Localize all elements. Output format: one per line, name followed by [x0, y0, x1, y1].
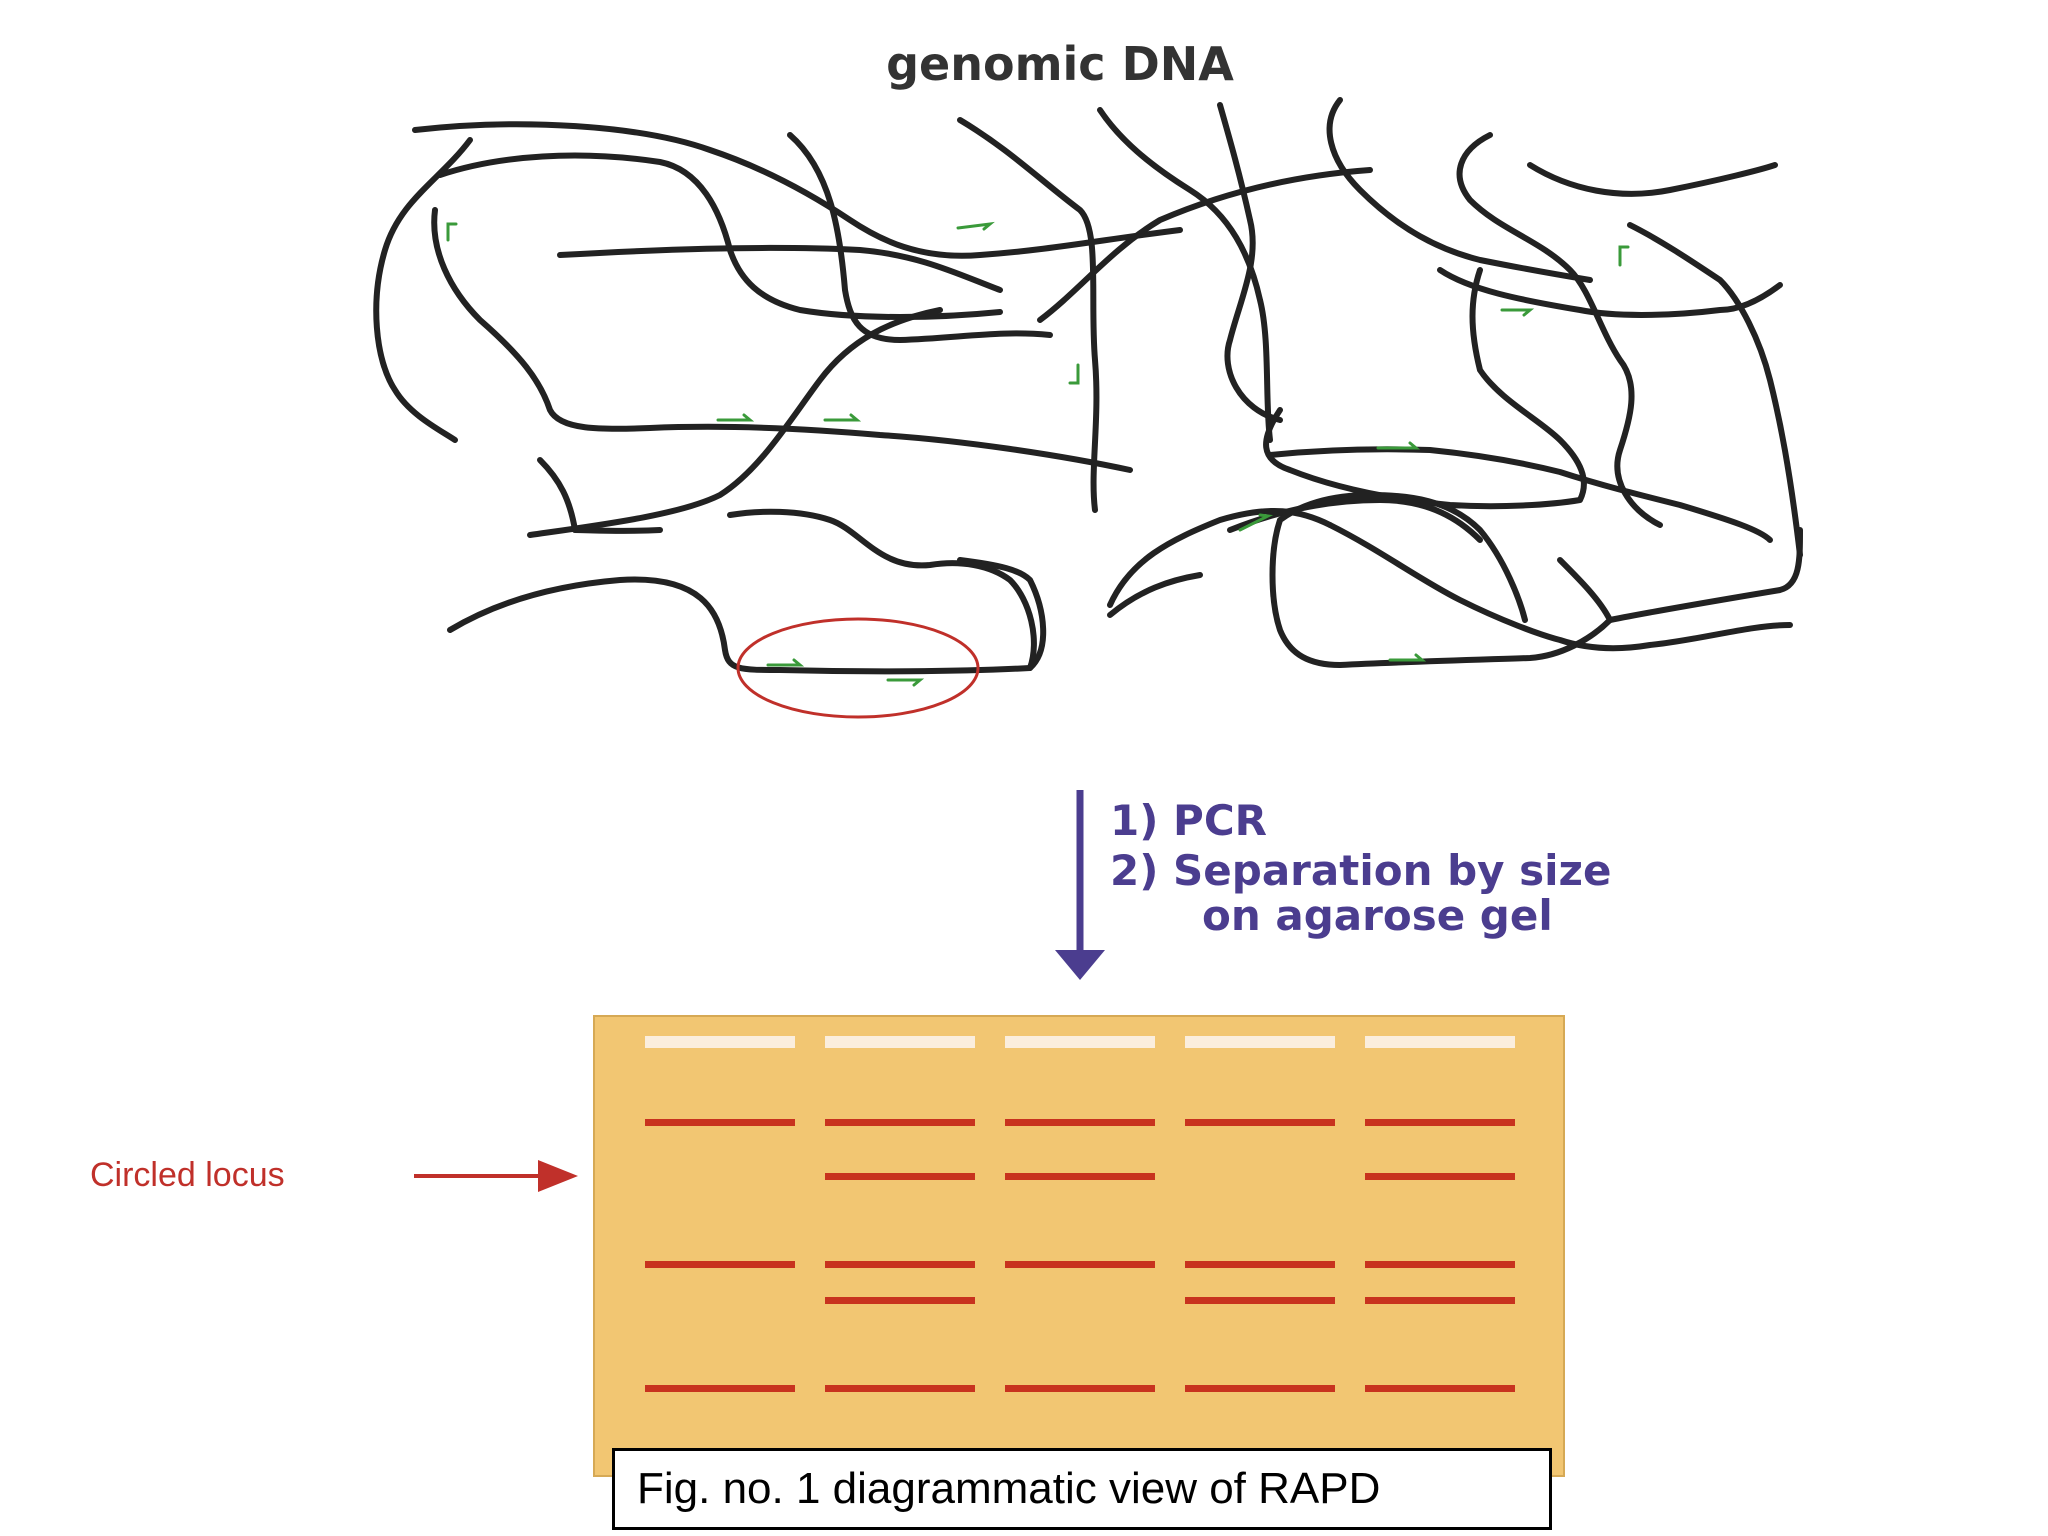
primer-arrow [446, 222, 458, 242]
dna-strand [1217, 102, 1283, 423]
dna-strand [1097, 107, 1273, 443]
locus-arrow-head [538, 1160, 578, 1192]
dna-strand [1326, 97, 1593, 283]
agarose-gel [593, 1015, 1565, 1477]
primer-arrow [956, 221, 995, 231]
dna-strand [727, 508, 1037, 671]
dna-strand [1037, 167, 1373, 323]
dna-strand [787, 132, 1053, 343]
gel-band [1005, 1119, 1155, 1126]
primer-arrow [1376, 441, 1421, 450]
dna-strand [527, 307, 943, 538]
primer-markers [446, 221, 1630, 687]
gel-band-circled-locus [1365, 1173, 1515, 1180]
dna-strand [1607, 527, 1803, 623]
dna-strand [557, 244, 1003, 293]
dna-strand [1527, 162, 1778, 197]
gel-well [645, 1036, 795, 1048]
figure-caption: Fig. no. 1 diagrammatic view of RAPD [637, 1464, 1381, 1513]
gel-band [1185, 1297, 1335, 1304]
primer-arrow [886, 678, 925, 687]
gel-band [1185, 1261, 1335, 1268]
gel-bands [645, 1119, 1515, 1392]
gel-well [1185, 1036, 1335, 1048]
dna-strand [1627, 222, 1803, 558]
primer-arrow [766, 658, 805, 667]
gel-band [645, 1261, 795, 1268]
primer-arrow [1500, 308, 1535, 317]
step-agarose-label: on agarose gel [1202, 891, 1553, 940]
dna-strand [447, 557, 1047, 675]
dna-strand [1267, 446, 1773, 543]
process-arrow-head [1055, 950, 1105, 980]
gel-band [1005, 1261, 1155, 1268]
gel-band-circled-locus [825, 1173, 975, 1180]
gel-band [825, 1385, 975, 1392]
primer-arrow [716, 413, 755, 422]
gel-band [1005, 1385, 1155, 1392]
dna-strand [1107, 572, 1203, 618]
circled-locus-ellipse [736, 617, 980, 719]
step-separation-label: 2) Separation by size [1110, 846, 1611, 895]
gel-band [1185, 1385, 1335, 1392]
gel-band [1365, 1119, 1515, 1126]
dna-strand [437, 152, 1003, 320]
dna-strand [1107, 508, 1333, 608]
gel-band [1365, 1261, 1515, 1268]
gel-band [825, 1261, 975, 1268]
gel-band [645, 1119, 795, 1126]
gel-band [1185, 1119, 1335, 1126]
dna-strand [373, 137, 473, 443]
gel-well [825, 1036, 975, 1048]
gel-wells [645, 1036, 1515, 1048]
gel-band [645, 1385, 795, 1392]
primer-arrow [1618, 245, 1630, 267]
primer-arrow [1238, 513, 1274, 532]
circled-locus-label: Circled locus [90, 1156, 285, 1194]
dna-strand [1327, 522, 1793, 652]
gel-band [825, 1297, 975, 1304]
dna-strand [1263, 267, 1587, 510]
genomic-dna-title: genomic DNA [886, 37, 1234, 91]
dna-strand [1337, 557, 1613, 668]
dna-strand [431, 207, 1133, 473]
step-pcr-label: 1) PCR [1110, 796, 1267, 845]
primer-arrow [823, 413, 862, 422]
gel-well [1005, 1036, 1155, 1048]
gel-band [1365, 1297, 1515, 1304]
dna-strand [412, 121, 1183, 259]
genomic-dna-strands [373, 97, 1803, 675]
primer-arrow [1068, 363, 1080, 385]
primer-arrow [1388, 653, 1427, 662]
gel-band-circled-locus [1005, 1173, 1155, 1180]
gel-well [1365, 1036, 1515, 1048]
gel-band [825, 1119, 975, 1126]
figure-caption-box: Fig. no. 1 diagrammatic view of RAPD [612, 1448, 1552, 1530]
dna-strand [1269, 492, 1528, 668]
gel-band [1365, 1385, 1515, 1392]
